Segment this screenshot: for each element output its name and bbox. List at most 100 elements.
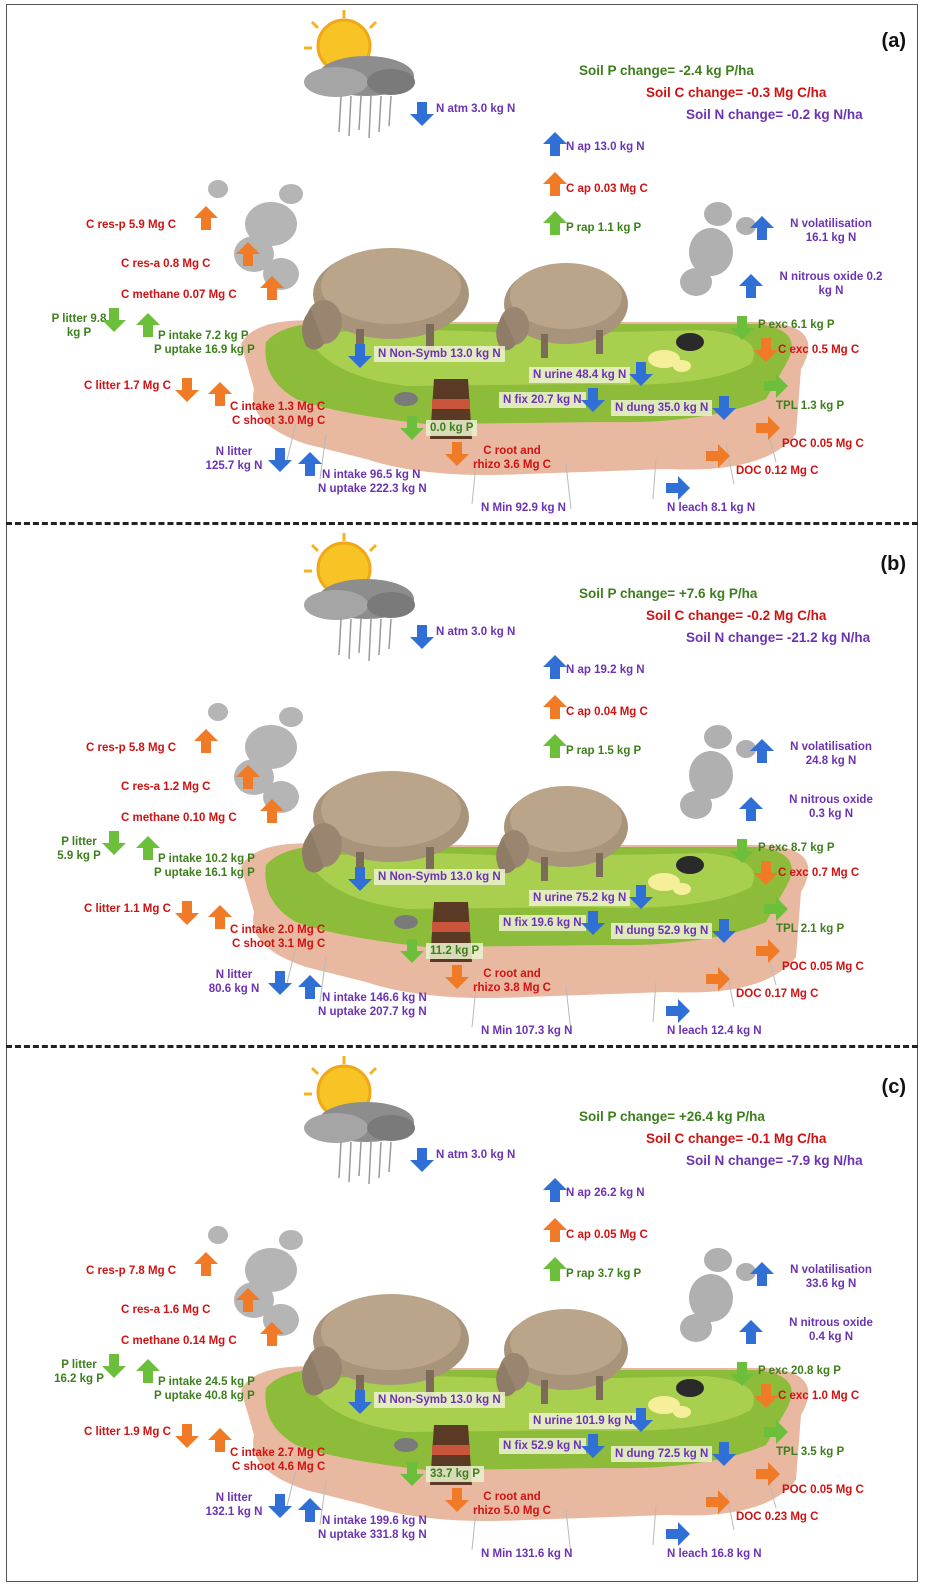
- arrow-down-icon: [629, 885, 653, 909]
- arrow-right-icon: [756, 1462, 780, 1486]
- arrow-right-icon: [764, 374, 788, 398]
- n-min-label: N Min 92.9 kg N: [481, 502, 566, 514]
- n-intake-label: N intake 199.6 kg N: [322, 1515, 427, 1527]
- c-res-p-label: C res-p 5.8 Mg C: [86, 742, 177, 754]
- c-res-a-label: C res-a 0.8 Mg C: [121, 258, 211, 270]
- p-intake-label: P intake 10.2 kg P: [158, 853, 255, 865]
- arrow-down-icon: [712, 1442, 736, 1466]
- arrow-down-icon: [175, 378, 199, 402]
- arrow-down-icon: [268, 1494, 292, 1518]
- arrow-up-icon: [739, 1320, 763, 1344]
- arrow-down-icon: [629, 362, 653, 386]
- c-shoot-label: C shoot 4.6 Mg C: [232, 1461, 326, 1473]
- arrow-down-icon: [400, 939, 424, 963]
- tpl-label: TPL 3.5 kg P: [776, 1446, 845, 1458]
- smoke-cloud-icon: [680, 1248, 756, 1342]
- arrow-up-icon: [236, 765, 260, 789]
- p-fert-label: 0.0 kg P: [426, 420, 478, 436]
- sheep-icon: [496, 1309, 628, 1404]
- sheep-icon: [496, 786, 628, 881]
- p-exc-label: P exc 6.1 kg P: [758, 319, 835, 331]
- arrow-down-icon: [754, 338, 778, 362]
- urine-patch-icon: [648, 873, 691, 895]
- n-volatilisation-1-label: N volatilisation: [790, 1264, 872, 1276]
- n-volatilisation-2-label: 24.8 kg N: [805, 755, 857, 767]
- arrow-up-icon: [260, 799, 284, 823]
- soil-p-label: Soil P change= +26.4 kg P/ha: [579, 1109, 765, 1124]
- n-nitrous-2-label: kg N: [818, 285, 844, 297]
- doc-label: DOC 0.17 Mg C: [736, 988, 819, 1000]
- n-leach-label: N leach 16.8 kg N: [667, 1548, 762, 1560]
- n-ap-label: N ap 13.0 kg N: [566, 141, 645, 153]
- n-uptake-label: N uptake 207.7 kg N: [318, 1006, 427, 1018]
- panel-divider: [6, 1045, 918, 1048]
- poc-label: POC 0.05 Mg C: [782, 961, 864, 973]
- n-volatilisation-2-label: 33.6 kg N: [805, 1278, 857, 1290]
- c-root-1-label: C root and: [483, 1491, 541, 1503]
- arrow-down-icon: [730, 316, 754, 340]
- p-uptake-label: P uptake 40.8 kg P: [154, 1390, 255, 1402]
- arrow-up-icon: [750, 216, 774, 240]
- n-litter-1-label: N litter: [215, 446, 253, 458]
- n-fix-label: N fix 52.9 kg N: [499, 1438, 586, 1454]
- n-volatilisation-1-label: N volatilisation: [790, 741, 872, 753]
- dung-pile-icon: [676, 333, 704, 351]
- c-methane-label: C methane 0.14 Mg C: [121, 1335, 237, 1347]
- n-fix-label: N fix 19.6 kg N: [499, 915, 586, 931]
- p-litter-2-label: 16.2 kg P: [54, 1373, 104, 1385]
- arrow-down-icon: [730, 839, 754, 863]
- arrow-down-icon: [445, 442, 469, 466]
- n-nitrous-2-label: 0.3 kg N: [808, 808, 854, 820]
- n-urine-label: N urine 101.9 kg N: [529, 1413, 637, 1429]
- n-urine-label: N urine 75.2 kg N: [529, 890, 631, 906]
- c-root-2-label: rhizo 3.8 Mg C: [473, 982, 551, 994]
- n-dung-label: N dung 35.0 kg N: [611, 400, 713, 416]
- p-litter-2-label: 5.9 kg P: [57, 850, 101, 862]
- p-uptake-label: P uptake 16.9 kg P: [154, 344, 255, 356]
- arrow-right-icon: [706, 444, 730, 468]
- sheep-icon: [302, 1294, 469, 1405]
- sun-cloud-rain-icon: [304, 10, 415, 139]
- n-min-label: N Min 131.6 kg N: [481, 1548, 573, 1560]
- arrow-right-icon: [764, 897, 788, 921]
- smoke-cloud-icon: [680, 725, 756, 819]
- c-shoot-label: C shoot 3.1 Mg C: [232, 938, 326, 950]
- arrow-down-icon: [410, 1148, 434, 1172]
- sheep-icon: [496, 263, 628, 358]
- arrow-down-icon: [445, 1488, 469, 1512]
- arrow-down-icon: [754, 1384, 778, 1408]
- arrow-down-icon: [175, 1424, 199, 1448]
- n-uptake-label: N uptake 222.3 kg N: [318, 483, 427, 495]
- c-exc-label: C exc 0.5 Mg C: [778, 344, 860, 356]
- arrow-up-icon: [543, 695, 567, 719]
- n-nitrous-1-label: N nitrous oxide: [789, 1317, 873, 1329]
- p-uptake-label: P uptake 16.1 kg P: [154, 867, 255, 879]
- c-res-p-label: C res-p 5.9 Mg C: [86, 219, 177, 231]
- arrow-up-icon: [543, 1218, 567, 1242]
- tpl-label: TPL 2.1 kg P: [776, 923, 845, 935]
- arrow-up-icon: [208, 905, 232, 929]
- c-ap-label: C ap 0.05 Mg C: [566, 1229, 648, 1241]
- n-nonsymb-label: N Non-Symb 13.0 kg N: [374, 1392, 505, 1408]
- stone-icon: [394, 915, 418, 929]
- arrow-down-icon: [268, 448, 292, 472]
- arrow-down-icon: [400, 1462, 424, 1486]
- c-root-2-label: rhizo 3.6 Mg C: [473, 459, 551, 471]
- stone-icon: [394, 1438, 418, 1452]
- n-atm-label: N atm 3.0 kg N: [436, 103, 516, 115]
- smoke-cloud-icon: [208, 1226, 303, 1336]
- arrow-up-icon: [739, 797, 763, 821]
- c-intake-label: C intake 2.0 Mg C: [230, 924, 326, 936]
- panel-divider: [6, 522, 918, 525]
- sun-cloud-rain-icon: [304, 533, 415, 662]
- arrow-up-icon: [136, 1359, 160, 1383]
- c-litter-label: C litter 1.7 Mg C: [84, 380, 171, 392]
- arrow-up-icon: [543, 1178, 567, 1202]
- soil-n-label: Soil N change= -7.9 kg N/ha: [686, 1153, 863, 1168]
- panel-label: (b): [880, 553, 906, 575]
- n-atm-label: N atm 3.0 kg N: [436, 1149, 516, 1161]
- p-litter-1-label: P litter 9.8: [51, 313, 107, 325]
- c-exc-label: C exc 1.0 Mg C: [778, 1390, 860, 1402]
- poc-label: POC 0.05 Mg C: [782, 1484, 864, 1496]
